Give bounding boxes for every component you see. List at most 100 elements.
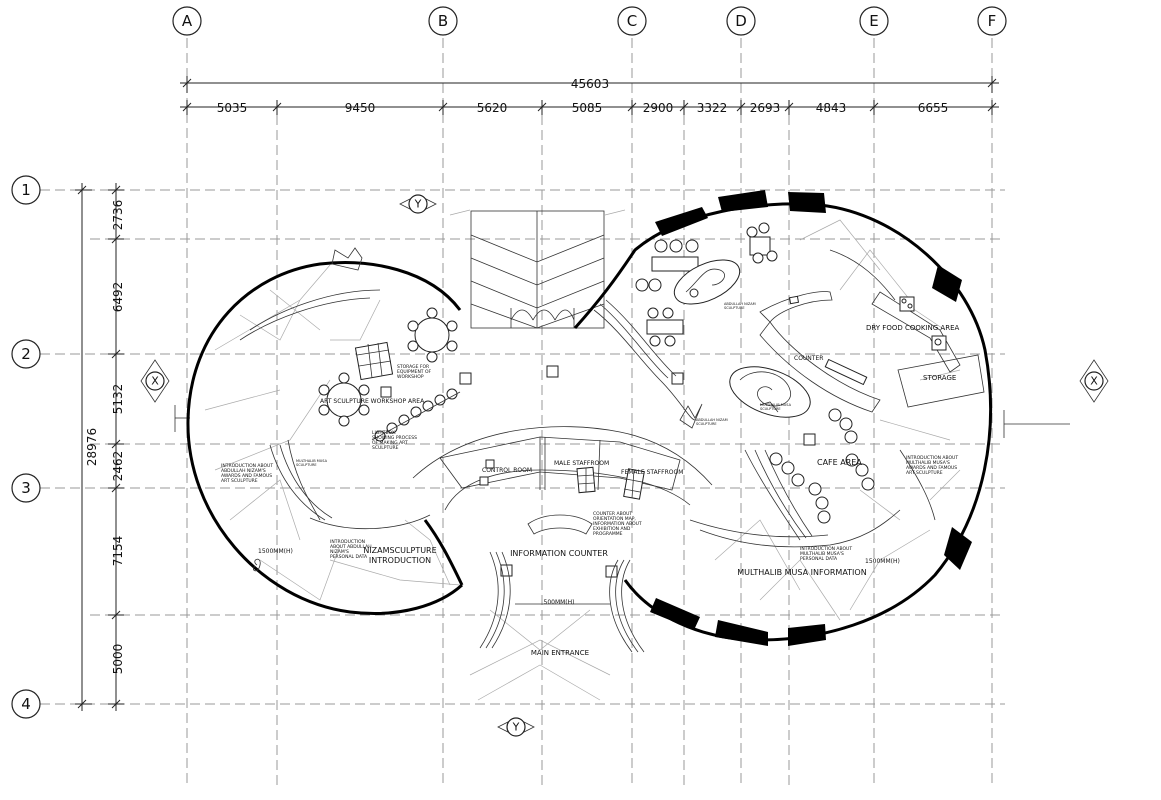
roof-hatching xyxy=(204,209,961,701)
label-intro-multhalib-awards-1: INTRODUCTION ABOUT xyxy=(906,455,958,461)
label-counter-orientation-5: PROGRAMME xyxy=(593,531,623,537)
svg-text:X: X xyxy=(151,375,159,388)
entrance-doors xyxy=(479,551,645,653)
label-lightbox-2: SHOWING PROCESS xyxy=(372,435,417,441)
label-multihalib-sculpture-left-1: MULTHALIB MUSA xyxy=(296,459,328,463)
grid-label-1: 1 xyxy=(21,181,31,199)
grid-label-d: D xyxy=(735,12,747,30)
label-multhalib-info: MULTHALIB MUSA INFORMATION xyxy=(737,568,866,577)
label-intro-abdullah-awards-4: ART SCULPTURE xyxy=(221,478,258,484)
grid-label-4: 4 xyxy=(21,695,31,713)
label-intro-multhalib-personal-2: MULTHALIB MUSA'S xyxy=(800,551,844,557)
label-intro-abdullah-awards-3: AWARDS AND FAMOUS xyxy=(221,473,272,479)
label-intro-abdullah-personal-1: INTRODUCTION xyxy=(330,539,365,545)
lobby-roof xyxy=(470,210,605,329)
svg-text:Y: Y xyxy=(512,721,520,734)
grid-bubble-e: E xyxy=(859,6,889,36)
dim-h-6: 3322 xyxy=(697,101,728,115)
dim-v-2: 6492 xyxy=(111,282,125,313)
section-marker-x-left: X xyxy=(140,359,190,432)
section-marker-x-right: X xyxy=(1003,359,1109,438)
grid-label-a: A xyxy=(182,12,193,30)
dim-v-5: 7154 xyxy=(111,536,125,567)
black-panels xyxy=(650,190,972,646)
label-nizam-intro-2: INTRODUCTION xyxy=(369,556,431,565)
grid-bubble-d: D xyxy=(726,6,756,36)
grid-bubble-c: C xyxy=(617,6,647,36)
label-multihalib-sculpture-mid-2: SCULPTURE xyxy=(760,407,781,411)
left-pavilion-furniture xyxy=(239,247,816,578)
grid-lines xyxy=(40,38,1005,785)
label-female-staffroom: FEMALE STAFFROOM xyxy=(621,469,683,476)
grid-bubble-1: 1 xyxy=(11,175,41,205)
right-pavilion-furniture xyxy=(593,222,985,548)
dim-h-2: 9450 xyxy=(345,101,376,115)
label-counter-orientation-2: ORIENTATION MAP, xyxy=(593,516,636,522)
grid-label-e: E xyxy=(869,12,878,30)
label-lightbox-4: SCULPTURE xyxy=(372,445,399,451)
grid-label-b: B xyxy=(438,12,448,30)
label-main-entrance: MAIN ENTRANCE xyxy=(531,649,589,657)
label-control-room: CONTROL ROOM xyxy=(482,467,532,474)
label-height-1500-right: 1500MM(H) xyxy=(865,558,900,565)
label-abdullah-sculpture-top-2: SCULPTURE xyxy=(724,306,745,310)
label-intro-abdullah-awards-2: ABDULLAH NIZAM'S xyxy=(221,468,266,474)
svg-text:Y: Y xyxy=(414,198,422,211)
vertical-dimensions: 28976 2736 6492 5132 2462 7154 5000 xyxy=(75,183,125,711)
label-intro-multhalib-personal-3: PERSONAL DATA xyxy=(800,556,838,562)
label-information-counter: INFORMATION COUNTER xyxy=(510,549,608,558)
label-intro-multhalib-personal-1: INTRODUCTION ABOUT xyxy=(800,546,852,552)
dim-h-3: 5620 xyxy=(477,101,508,115)
label-male-staffroom: MALE STAFFROOM xyxy=(554,460,609,467)
label-abdullah-sculpture-top-1: ABDULLAH NIZAM xyxy=(724,302,756,306)
label-storage: STORAGE xyxy=(923,374,956,382)
label-abdullah-sculpture-mid-1: ABDULLAH NIZAM xyxy=(696,418,728,422)
dim-v-6: 5000 xyxy=(111,644,125,675)
label-abdullah-sculpture-mid-2: SCULPTURE xyxy=(696,422,717,426)
dim-v-1: 2736 xyxy=(111,200,125,231)
grid-bubble-b: B xyxy=(428,6,458,36)
center-rooms xyxy=(439,436,681,535)
dim-h-4: 5085 xyxy=(572,101,603,115)
label-intro-abdullah-personal-2: ABOUT ABDULLAH xyxy=(330,544,372,550)
label-intro-abdullah-personal-4: PERSONAL DATA xyxy=(330,554,368,560)
label-lightbox-3: OF MAKING ART xyxy=(372,440,408,446)
label-lightbox-1: LIGHTBOX: xyxy=(372,430,396,436)
dim-h-5: 2900 xyxy=(643,101,674,115)
label-dry-food: DRY FOOD COOKING AREA xyxy=(866,324,959,332)
label-intro-multhalib-awards-3: AWARDS AND FAMOUS xyxy=(906,465,957,471)
label-art-sculpture-workshop: ART SCULPTURE WORKSHOP AREA xyxy=(320,398,425,405)
dim-v-3: 5132 xyxy=(111,384,125,415)
label-multihalib-sculpture-mid-1: MULTHALIB MUSA xyxy=(760,403,792,407)
grid-label-3: 3 xyxy=(21,479,31,497)
grid-label-2: 2 xyxy=(21,345,31,363)
dim-h-8: 4843 xyxy=(816,101,847,115)
label-height-1500-left: 1500MM(H) xyxy=(258,548,293,555)
label-storage-equipment-2: EQUIPMENT OF xyxy=(397,369,432,375)
grid-bubble-4: 4 xyxy=(11,689,41,719)
dim-h-9: 6655 xyxy=(918,101,949,115)
grid-label-c: C xyxy=(627,12,637,30)
label-counter-orientation-1: COUNTER ABOUT xyxy=(593,511,632,517)
section-marker-y-top: Y xyxy=(399,194,437,214)
grid-bubble-f: F xyxy=(977,6,1007,36)
section-marker-y-bottom: Y xyxy=(497,717,535,737)
grid-label-f: F xyxy=(988,12,997,30)
label-multihalib-sculpture-left-2: SCULPTURE xyxy=(296,463,317,467)
grid-bubble-3: 3 xyxy=(11,473,41,503)
label-nizam-intro-1: NIZAMSCULPTURE xyxy=(363,546,436,555)
horizontal-dimensions: 45603 5035 9450 5620 5085 2900 3322 2693… xyxy=(180,76,999,115)
label-counter: COUNTER xyxy=(794,355,823,362)
dim-h-7: 2693 xyxy=(750,101,781,115)
label-counter-orientation-3: INFORMATION ABOUT xyxy=(593,521,642,527)
building-walls xyxy=(186,202,993,642)
label-height-500: 500MM(H) xyxy=(544,599,575,606)
svg-text:X: X xyxy=(1090,375,1098,388)
dim-h-1: 5035 xyxy=(217,101,248,115)
label-storage-equipment-3: WORKSHOP xyxy=(397,374,424,380)
dim-total-horizontal: 45603 xyxy=(571,77,609,91)
dim-v-4: 2462 xyxy=(111,451,125,482)
label-intro-multhalib-awards-2: MULTHALIB MUSA'S xyxy=(906,460,950,466)
room-labels: STORAGE FOR EQUIPMENT OF WORKSHOP ART SC… xyxy=(221,302,959,657)
